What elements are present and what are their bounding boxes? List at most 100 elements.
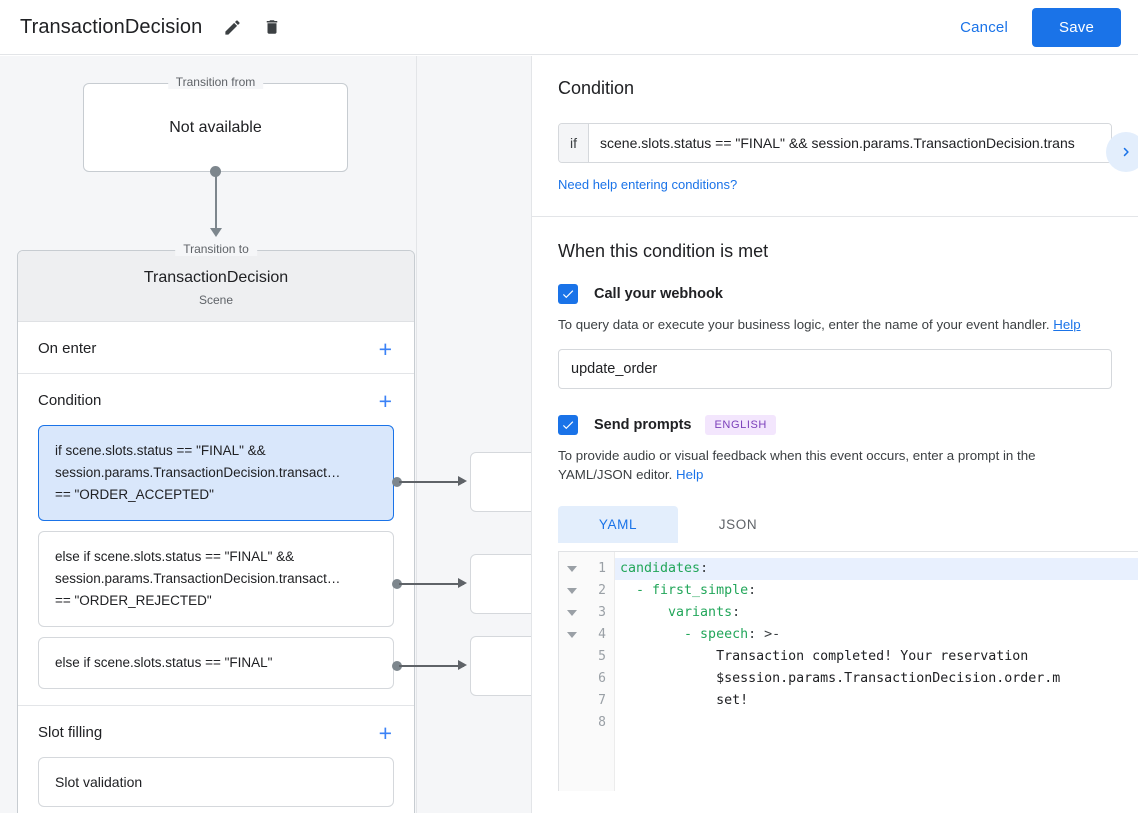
webhook-description: To query data or execute your business l… (558, 315, 1112, 334)
prompts-check-row[interactable]: Send prompts ENGLISH (558, 415, 1112, 435)
fold-triangle-icon[interactable] (567, 566, 577, 572)
scene-header: TransactionDecision Scene (18, 251, 414, 322)
check-icon (562, 290, 574, 299)
section-divider (18, 705, 414, 706)
edge-line-3 (399, 665, 464, 667)
line-number: 6 (598, 671, 606, 686)
check-icon (562, 421, 574, 430)
condition-line: else if scene.slots.status == "FINAL" && (55, 549, 295, 564)
condition-card-3[interactable]: else if scene.slots.status == "FINAL" (38, 637, 394, 689)
code-line: - first_simple: (620, 583, 757, 598)
panel-title: Condition (558, 78, 635, 98)
condition-line: == "ORDER_ACCEPTED" (55, 487, 214, 502)
webhook-description-text: To query data or execute your business l… (558, 317, 1050, 332)
section-slot-filling[interactable]: Slot filling + (18, 706, 414, 757)
line-number: 2 (559, 580, 614, 602)
code-line (615, 712, 1138, 734)
webhook-help-link[interactable]: Help (1053, 317, 1081, 332)
section-slot-filling-label: Slot filling (38, 724, 103, 741)
line-number: 8 (598, 715, 606, 730)
event-handler-input[interactable] (558, 349, 1112, 389)
tab-json[interactable]: JSON (718, 517, 758, 532)
scene-type: Scene (198, 293, 234, 307)
transition-to-card: Transition to TransactionDecision Scene … (17, 242, 415, 813)
delete-button[interactable] (258, 13, 286, 41)
slot-validation-item[interactable]: Slot validation (38, 757, 394, 807)
code-line: candidates: (615, 558, 1138, 580)
prompts-description: To provide audio or visual feedback when… (558, 446, 1112, 484)
prompts-help-link[interactable]: Help (676, 467, 704, 482)
transition-to-legend: Transition to (175, 242, 257, 256)
language-badge: ENGLISH (705, 415, 776, 435)
call-webhook-checkbox[interactable] (558, 284, 578, 304)
edge-line-1 (399, 481, 464, 483)
plus-icon-slot-filling[interactable]: + (378, 719, 392, 746)
call-webhook-label: Call your webhook (594, 286, 723, 302)
trash-icon (267, 20, 278, 34)
panel-when-met-section: When this condition is met Call your web… (532, 217, 1138, 543)
send-prompts-checkbox[interactable] (558, 415, 578, 435)
line-number: 3 (559, 602, 614, 624)
collapse-panel-button[interactable] (1106, 132, 1138, 172)
save-button[interactable]: Save (1032, 7, 1121, 47)
condition-help-link[interactable]: Need help entering conditions? (558, 177, 738, 192)
edge-arrow-icon-2 (458, 578, 467, 588)
line-number: 4 (559, 624, 614, 646)
target-node-1[interactable] (470, 452, 531, 512)
edge-arrow-icon-3 (458, 660, 467, 670)
condition-input-row[interactable]: if (558, 123, 1112, 163)
condition-card-2[interactable]: else if scene.slots.status == "FINAL" &&… (38, 531, 394, 627)
section-condition[interactable]: Condition + (18, 374, 414, 425)
code-line: - speech: >- (620, 627, 781, 642)
tab-yaml[interactable]: YAML (558, 506, 678, 543)
fold-triangle-icon[interactable] (567, 632, 577, 638)
edit-name-button[interactable] (218, 13, 246, 41)
pencil-icon (225, 19, 240, 35)
target-node-2[interactable] (470, 554, 531, 614)
edge-dot-2 (392, 579, 402, 589)
connector-arrow-icon (210, 228, 222, 237)
line-number: 7 (598, 693, 606, 708)
edge-arrow-icon-1 (458, 476, 467, 486)
scene-graph-canvas[interactable]: Transition from Not available Transition… (0, 56, 531, 813)
transition-from-box: Transition from Not available (83, 75, 348, 172)
edge-dot-3 (392, 661, 402, 671)
connector-line (215, 171, 217, 233)
transition-from-legend: Transition from (167, 75, 264, 89)
app-header: TransactionDecision Cancel Save (0, 0, 1138, 55)
condition-line: if scene.slots.status == "FINAL" && (55, 443, 266, 458)
fold-triangle-icon[interactable] (567, 610, 577, 616)
condition-list: if scene.slots.status == "FINAL" && sess… (18, 425, 414, 705)
condition-line: session.params.TransactionDecision.trans… (55, 571, 341, 586)
target-node-3[interactable] (470, 636, 531, 696)
condition-detail-panel: Condition if Need help entering conditio… (531, 56, 1138, 813)
transition-from-value: Not available (169, 118, 262, 136)
section-on-enter[interactable]: On enter + (18, 322, 414, 373)
condition-expression-input[interactable] (589, 124, 1111, 162)
condition-if-prefix: if (559, 124, 589, 162)
chevron-right-icon (1123, 147, 1129, 157)
fold-triangle-icon[interactable] (567, 588, 577, 594)
webhook-check-row[interactable]: Call your webhook (558, 284, 1112, 304)
line-number: 5 (598, 649, 606, 664)
editor-format-tabs: YAML JSON (558, 506, 1112, 543)
section-on-enter-label: On enter (38, 340, 97, 357)
line-number: 1 (559, 558, 614, 580)
plus-icon-on-enter[interactable]: + (378, 335, 392, 362)
code-line: set! (620, 693, 749, 708)
slot-filling-list: Slot validation (18, 757, 414, 813)
cancel-button[interactable]: Cancel (946, 10, 1022, 45)
panel-condition-section: Condition if Need help entering conditio… (532, 56, 1138, 194)
page-title: TransactionDecision (20, 15, 203, 38)
panel-divider (532, 216, 1138, 217)
section-condition-label: Condition (38, 392, 102, 409)
code-line: variants: (620, 605, 741, 620)
plus-icon-condition[interactable]: + (378, 387, 392, 414)
condition-card-1[interactable]: if scene.slots.status == "FINAL" && sess… (38, 425, 394, 521)
edge-dot-1 (392, 477, 402, 487)
prompts-description-text: To provide audio or visual feedback when… (558, 448, 1036, 482)
editor-code-area[interactable]: candidates: - first_simple: variants: - … (615, 552, 1138, 791)
condition-line: session.params.TransactionDecision.trans… (55, 465, 341, 480)
